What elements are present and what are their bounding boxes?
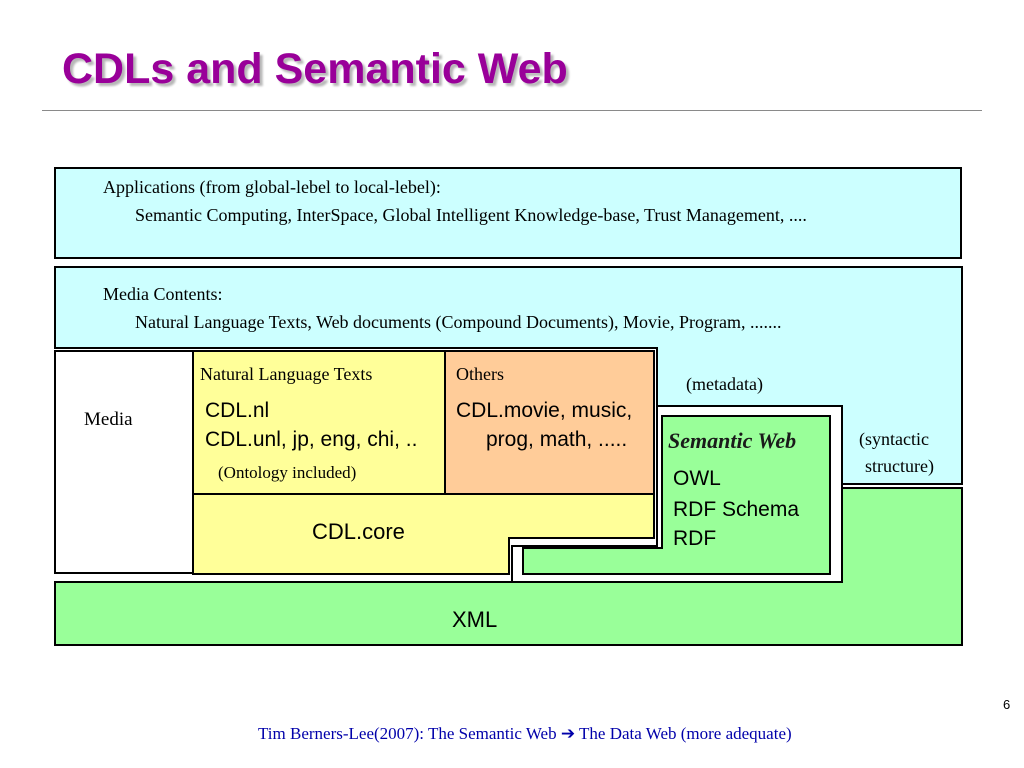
ontology-note: (Ontology included)	[218, 463, 357, 482]
others-box	[444, 350, 655, 495]
footer-citation: Tim Berners-Lee(2007): The Semantic Web …	[258, 724, 792, 744]
syntactic-line-2: structure)	[865, 456, 934, 476]
xml-label: XML	[452, 607, 498, 632]
applications-box	[54, 167, 962, 259]
slide-title: CDLs and Semantic Web	[62, 45, 568, 93]
semantic-web-item-rdf-schema: RDF Schema	[673, 498, 800, 521]
semantic-web-title: Semantic Web	[668, 428, 797, 453]
right-arrow-icon: ➔	[560, 724, 576, 744]
media-box	[54, 350, 194, 574]
title-divider	[42, 110, 982, 111]
media-label: Media	[84, 409, 133, 430]
footer-text-after: The Data Web (more adequate)	[579, 724, 792, 743]
media-contents-heading: Media Contents:	[103, 284, 223, 304]
applications-items: Semantic Computing, InterSpace, Global I…	[135, 205, 807, 225]
semantic-web-item-rdf: RDF	[673, 527, 717, 550]
page-number: 6	[1003, 697, 1011, 712]
semantic-web-item-owl: OWL	[673, 467, 721, 490]
cdl-core-label: CDL.core	[312, 519, 405, 544]
others-heading: Others	[456, 364, 504, 384]
footer-text-before: Tim Berners-Lee(2007): The Semantic Web	[258, 724, 557, 743]
others-line-2: prog, math, .....	[486, 428, 628, 451]
semantic-web-box	[522, 415, 831, 575]
nlt-heading: Natural Language Texts	[200, 364, 373, 384]
nlt-line-2: CDL.unl, jp, eng, chi, ..	[205, 428, 418, 451]
media-contents-items: Natural Language Texts, Web documents (C…	[135, 312, 782, 332]
applications-heading: Applications (from global-lebel to local…	[103, 177, 441, 197]
nlt-box	[192, 350, 446, 495]
syntactic-line-1: (syntactic	[859, 429, 929, 449]
nlt-line-1: CDL.nl	[205, 399, 270, 422]
metadata-label: (metadata)	[686, 374, 763, 394]
others-line-1: CDL.movie, music,	[456, 399, 633, 422]
